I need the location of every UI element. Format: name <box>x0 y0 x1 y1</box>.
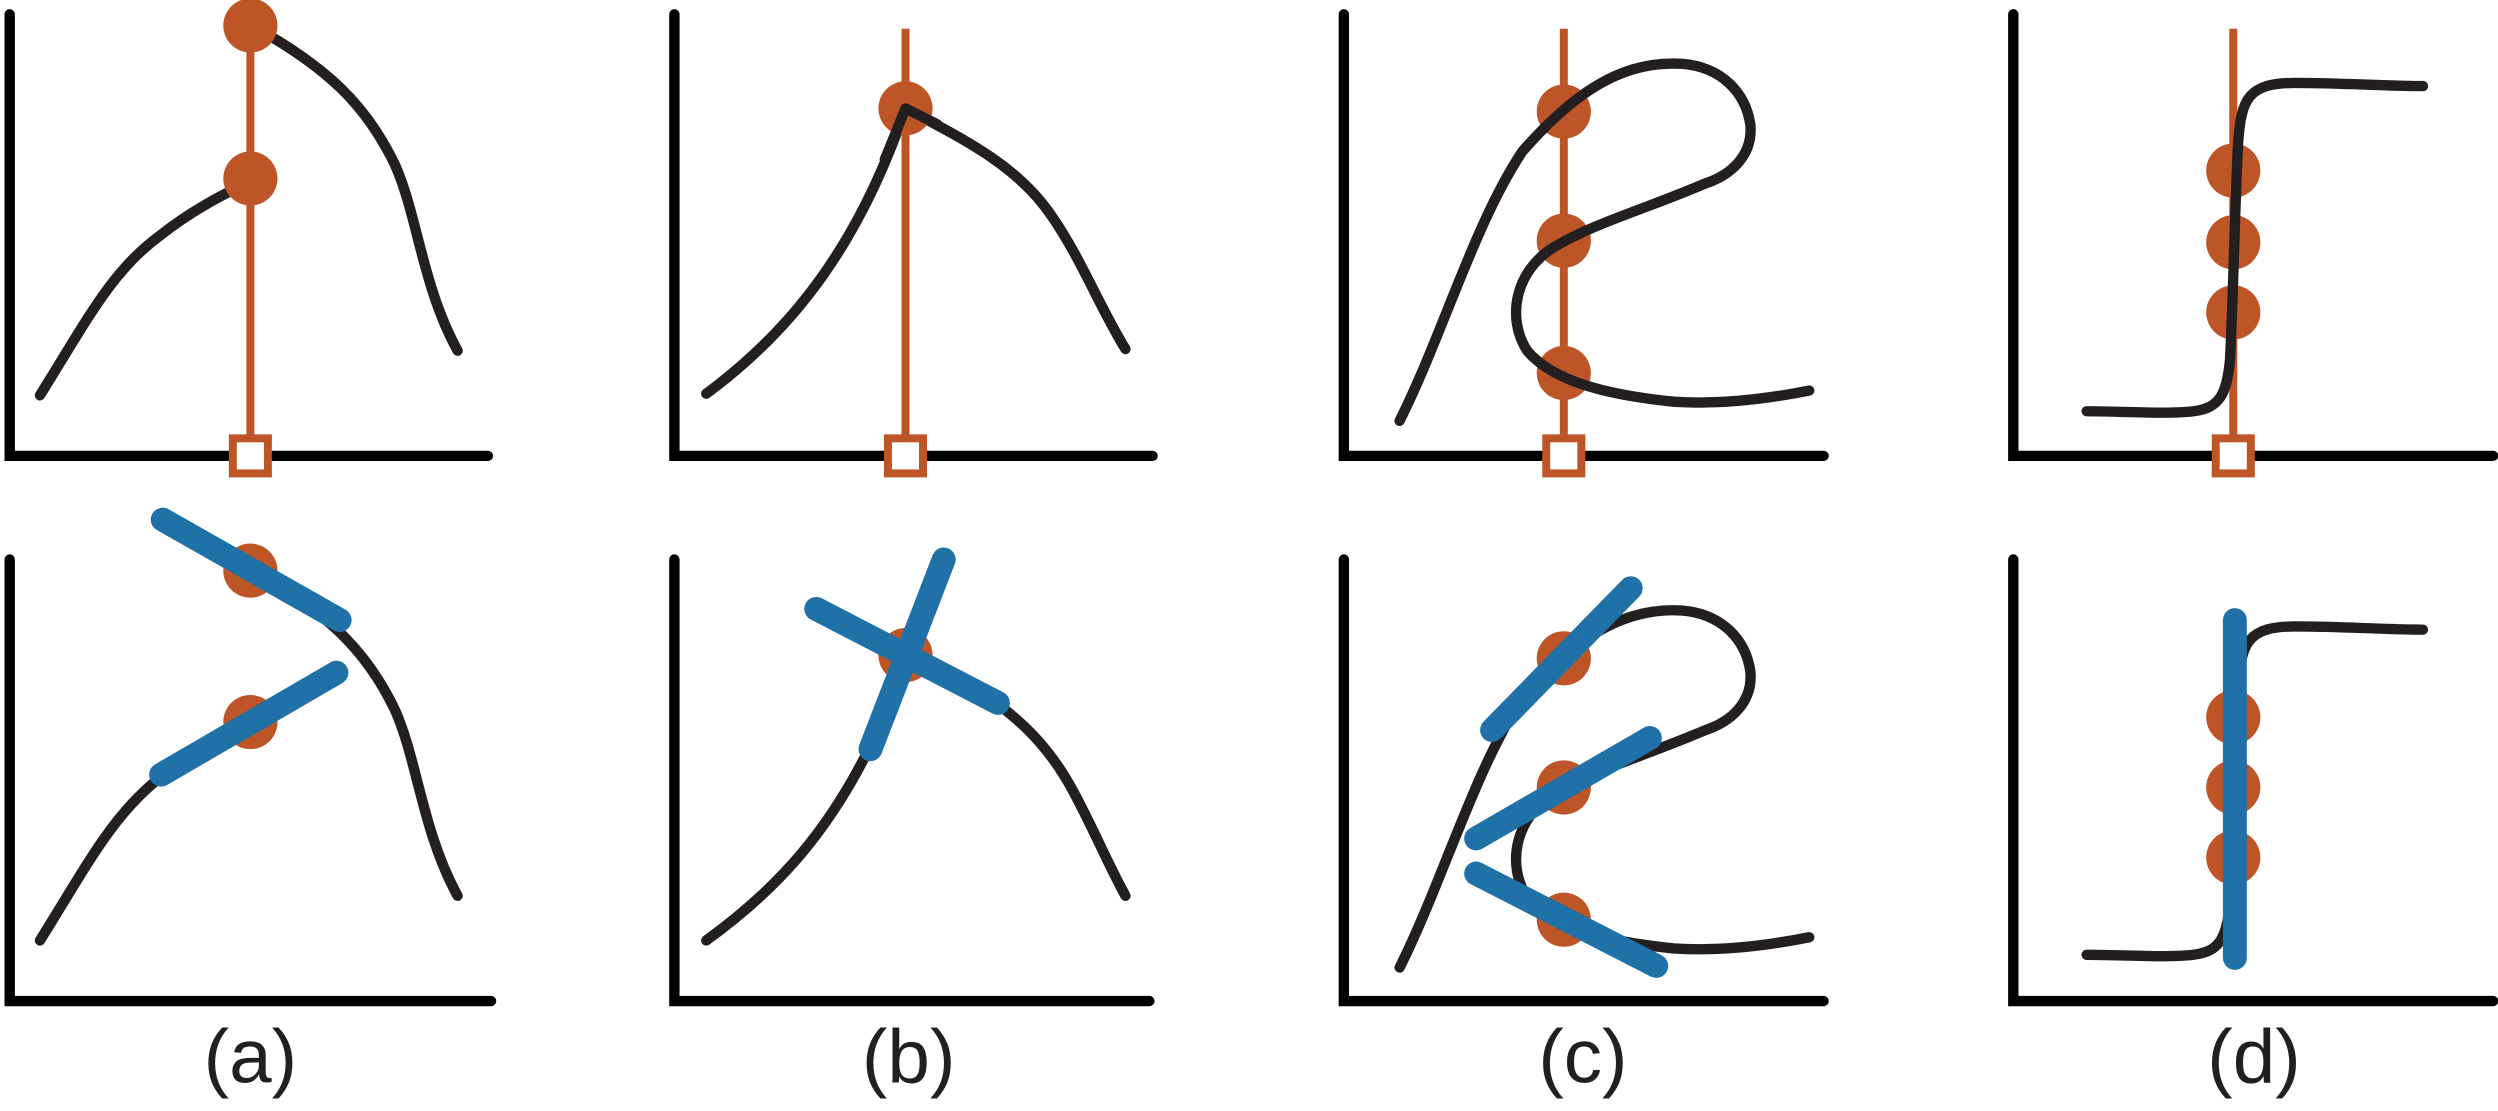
panel-b-top-curve <box>701 103 1131 399</box>
panel-a-top-plot <box>4 0 494 478</box>
panel-c-tangent-line <box>1480 576 1643 742</box>
panel-a-tangent-line <box>149 660 349 787</box>
panel-a: (a) <box>4 0 497 1099</box>
panel-b-bottom-plot <box>669 547 1155 1007</box>
panel-d: (d) <box>2008 9 2498 1099</box>
panel-d-label: (d) <box>2207 1014 2301 1099</box>
panel-d-top-axes <box>2008 9 2498 462</box>
panel-c-tangent-line <box>1464 861 1669 978</box>
panel-a-top-curve-right <box>246 20 463 356</box>
panel-a-intersection-point <box>223 151 278 206</box>
panel-d-bottom-axes <box>2008 554 2498 1007</box>
panel-a-label: (a) <box>204 1014 297 1099</box>
panel-c-top-axes <box>1338 9 1829 462</box>
panel-c-bottom-curve <box>1394 605 1815 973</box>
panel-a-intersection-point <box>223 0 278 53</box>
panel-c-top-plot <box>1338 9 1829 478</box>
panel-b-x-marker <box>883 434 928 478</box>
panel-b-bottom-curve-right <box>991 697 1131 901</box>
panel-a-top-curve-left <box>34 174 258 401</box>
panel-b-bottom-curve <box>701 743 875 946</box>
panel-b-top-plot <box>669 9 1158 478</box>
panel-c-bottom-plot <box>1338 554 1829 1007</box>
panel-b-bottom-axes <box>669 554 1155 1007</box>
panel-d-bottom-plot <box>2008 554 2498 1007</box>
panel-b-top-curve-overlay <box>879 103 943 165</box>
panel-c-bottom-axes <box>1338 554 1829 1007</box>
panel-a-tangent-line <box>150 507 352 633</box>
panel-a-bottom-plot <box>4 507 497 1007</box>
panel-c: (c) <box>1338 9 1829 1099</box>
panel-b-top-axes <box>669 9 1158 462</box>
panel-c-label: (c) <box>1538 1014 1627 1099</box>
panel-a-bottom-axes <box>4 554 497 1007</box>
panel-d-x-marker <box>2211 434 2255 478</box>
panel-a-top-axes <box>4 9 494 462</box>
panel-c-x-marker <box>1542 434 1586 478</box>
panel-b-tangent-line <box>804 596 1010 715</box>
panel-d-top-curve <box>2081 77 2429 418</box>
panel-c-top-curve <box>1394 58 1815 426</box>
panel-b: (b) <box>669 9 1158 1099</box>
panel-a-bottom-curve-right <box>246 565 463 901</box>
panel-c-tangent-line <box>1464 726 1662 851</box>
panel-d-top-plot <box>2008 9 2498 478</box>
panel-b-label: (b) <box>862 1014 956 1099</box>
panel-a-bottom-curve-left <box>34 720 258 946</box>
panel-a-x-marker <box>228 434 272 478</box>
